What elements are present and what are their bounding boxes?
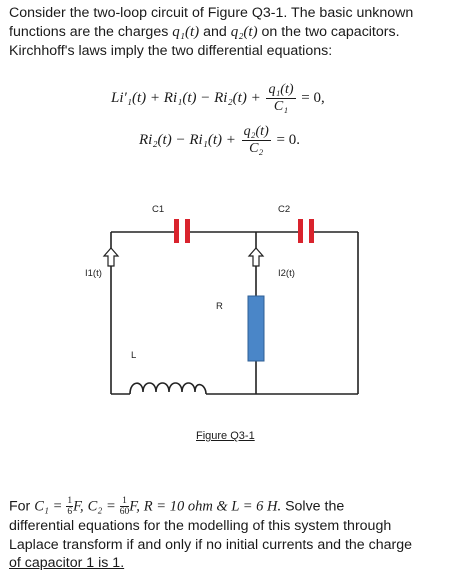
for-text: For [9,498,35,515]
intro-and: and [199,24,231,40]
c2-denominator: 60 [119,507,130,517]
solve-text: Solve the [281,498,345,515]
eq1-lhs: Li′₁(t) + Ri₁(t) − Ri₂(t) + [111,89,261,106]
intro-line-2b: on the two capacitors. [257,24,400,40]
equation-2: Ri₂(t) − Ri₁(t) + q₂(t) C₂ = 0. [139,124,300,157]
eq2-fraction: q₂(t) C₂ [241,124,271,157]
eq1-denominator: C₁ [273,99,289,114]
eq2-numerator: q₂(t) [241,124,271,141]
c1-numerator: 1 [66,496,74,507]
c2-unit: F, [129,498,140,515]
figure-caption: Figure Q3-1 [196,430,255,442]
intro-line-1: Consider the two-loop circuit of Figure … [9,5,414,21]
c1-unit: F, [73,498,84,515]
intro-line-2: functions are the charges q₁(t) and q₂(t… [9,23,445,42]
eq2-rhs: = 0. [276,131,300,148]
charge-q2: q₂(t) [230,24,258,40]
eq2-denominator: C₂ [249,141,264,156]
c1-symbol: C₁ = [34,498,63,515]
statement-line-3: Laplace transform if and only if no init… [9,536,412,553]
c1-denominator: 6 [67,507,73,517]
capacitor-c1 [174,219,190,243]
label-l: L [131,350,137,361]
arrow-up-icon [247,247,265,267]
statement-line-4: of capacitor 1 is 1. [9,555,125,572]
label-r: R [216,301,223,312]
eq1-fraction: q₁(t) C₁ [266,82,296,115]
r-and-l-values: R = 10 ohm & L = 6 H. [143,498,282,515]
capacitor-c2 [298,219,314,243]
label-c1: C1 [152,204,165,215]
label-i2: I2(t) [278,268,295,279]
intro-line-2a: functions are the charges [9,24,173,40]
circuit-diagram [102,219,359,395]
statement-line-2: differential equations for the modelling… [9,518,392,534]
charge-q1: q₁(t) [172,24,200,40]
c2-numerator: 1 [119,496,130,507]
label-i1: I1(t) [85,268,102,279]
label-c2: C2 [278,204,291,215]
equation-1: Li′₁(t) + Ri₁(t) − Ri₂(t) + q₁(t) C₁ = 0… [111,82,325,115]
eq1-rhs: = 0, [301,89,325,106]
intro-line-3: Kirchhoff's laws imply the two different… [9,43,333,59]
eq1-numerator: q₁(t) [266,82,296,99]
eq2-lhs: Ri₂(t) − Ri₁(t) + [139,131,236,148]
circuit-wires [110,231,359,395]
c2-symbol: C₂ = [87,498,116,515]
problem-intro: Consider the two-loop circuit of Figure … [9,4,445,61]
inductor-l [129,382,207,395]
arrow-up-icon [102,247,120,267]
resistor-r [247,295,265,362]
